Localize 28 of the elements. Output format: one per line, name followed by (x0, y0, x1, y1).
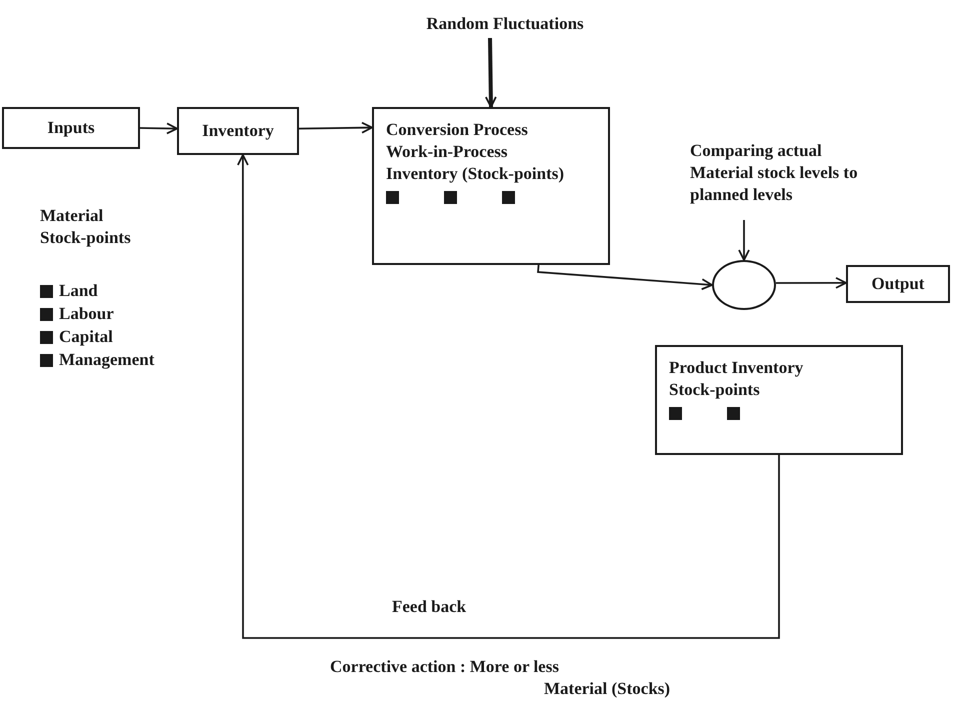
label-text: Corrective action : More or less (330, 656, 559, 678)
process-box (2, 107, 140, 149)
node-text: Conversion Process Work-in-Process Inventory (Stock-points) (386, 119, 566, 186)
comparator-circle (712, 260, 776, 310)
process-box (655, 345, 903, 455)
node-text: Inputs (47, 116, 95, 139)
label-text: Labour (59, 303, 114, 325)
arrow (298, 122, 373, 134)
process-box (372, 107, 610, 265)
label-text: Management (59, 349, 154, 371)
label-text: Material (Stocks) (544, 678, 670, 700)
label-text: Material Stock-points (40, 205, 132, 250)
node-text: Output (872, 272, 924, 295)
arrow (776, 276, 847, 289)
node-text: Inventory (202, 120, 274, 142)
label-text: Feed back (392, 596, 466, 618)
node-text: Comparing actual Material stock levels to planned levels (690, 140, 858, 206)
arrow (738, 220, 750, 261)
arrow (484, 38, 497, 108)
arrow (236, 154, 780, 639)
label-text: Capital (59, 326, 113, 348)
label-text: Land (59, 280, 98, 302)
node-text: Random Fluctuations (426, 12, 584, 35)
process-box (177, 107, 299, 155)
node-text: Product Inventory Stock-points (669, 357, 804, 402)
arrow (537, 264, 713, 290)
process-box (846, 265, 950, 303)
arrow (140, 122, 178, 134)
